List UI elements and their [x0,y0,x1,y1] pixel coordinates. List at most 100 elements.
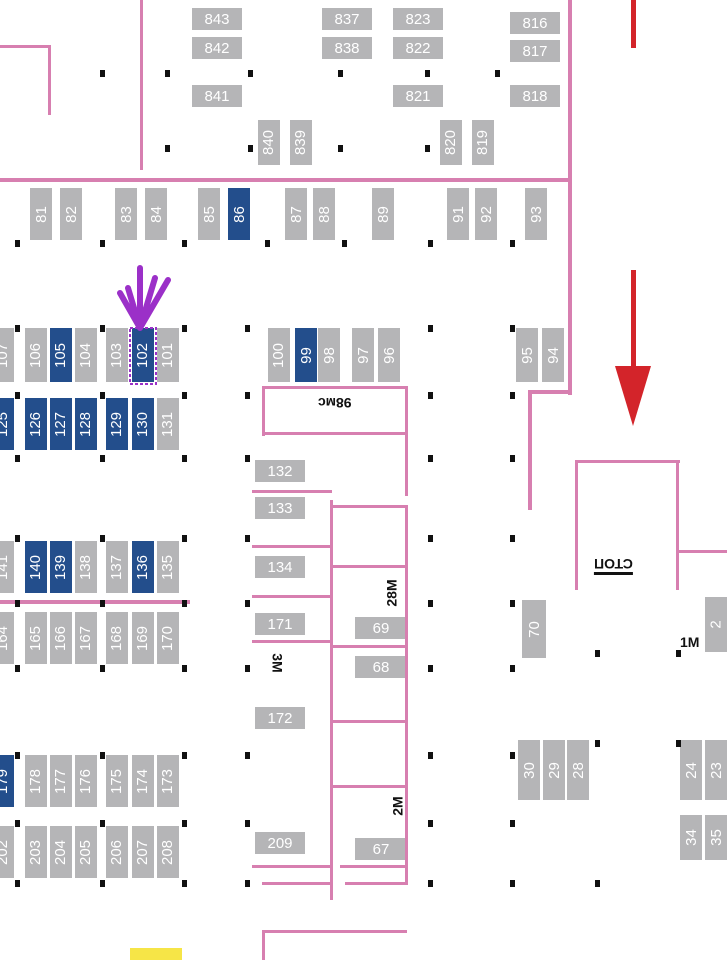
parking-spot-164[interactable]: 164 [0,612,14,664]
parking-spot-104[interactable]: 104 [75,328,97,382]
parking-spot-203[interactable]: 203 [25,826,47,878]
parking-spot-24[interactable]: 24 [680,740,702,800]
parking-spot-87[interactable]: 87 [285,188,307,240]
pillar [100,600,105,607]
parking-spot-840[interactable]: 840 [258,120,280,165]
parking-spot-88[interactable]: 88 [313,188,335,240]
parking-spot-165[interactable]: 165 [25,612,47,664]
parking-spot-98[interactable]: 98 [318,328,340,382]
parking-spot-28[interactable]: 28 [567,740,589,800]
parking-spot-166[interactable]: 166 [50,612,72,664]
parking-spot-102[interactable]: 102 [132,328,154,382]
spot-number: 206 [108,839,126,865]
parking-spot-175[interactable]: 175 [106,755,128,807]
parking-spot-35[interactable]: 35 [705,815,727,860]
parking-spot-130[interactable]: 130 [132,398,154,450]
parking-spot-821[interactable]: 821 [393,85,443,107]
parking-spot-106[interactable]: 106 [25,328,47,382]
parking-spot-126[interactable]: 126 [25,398,47,450]
parking-spot-841[interactable]: 841 [192,85,242,107]
parking-spot-837[interactable]: 837 [322,8,372,30]
parking-spot-99[interactable]: 99 [295,328,317,382]
parking-spot-843[interactable]: 843 [192,8,242,30]
parking-spot-97[interactable]: 97 [352,328,374,382]
parking-spot-101[interactable]: 101 [157,328,179,382]
parking-spot-202[interactable]: 202 [0,826,14,878]
parking-spot-82[interactable]: 82 [60,188,82,240]
spot-number: 171 [267,615,293,633]
parking-spot-131[interactable]: 131 [157,398,179,450]
parking-spot-29[interactable]: 29 [543,740,565,800]
parking-spot-133[interactable]: 133 [255,497,305,519]
parking-spot-168[interactable]: 168 [106,612,128,664]
parking-spot-69[interactable]: 69 [355,617,407,639]
spot-number: 837 [334,10,360,28]
parking-spot-135[interactable]: 135 [157,541,179,593]
parking-spot-86[interactable]: 86 [228,188,250,240]
parking-spot-107[interactable]: 107 [0,328,14,382]
parking-spot-127[interactable]: 127 [50,398,72,450]
parking-spot-2[interactable]: 2 [705,597,727,652]
pillar [428,535,433,542]
parking-spot-93[interactable]: 93 [525,188,547,240]
parking-spot-817[interactable]: 817 [510,40,560,62]
parking-spot-170[interactable]: 170 [157,612,179,664]
parking-spot-178[interactable]: 178 [25,755,47,807]
parking-spot-822[interactable]: 822 [393,37,443,59]
parking-spot-70[interactable]: 70 [522,600,546,658]
parking-spot-816[interactable]: 816 [510,12,560,34]
parking-spot-92[interactable]: 92 [475,188,497,240]
parking-spot-128[interactable]: 128 [75,398,97,450]
parking-spot-136[interactable]: 136 [132,541,154,593]
parking-spot-23[interactable]: 23 [705,740,727,800]
parking-spot-842[interactable]: 842 [192,37,242,59]
parking-spot-134[interactable]: 134 [255,556,305,578]
parking-spot-839[interactable]: 839 [290,120,312,165]
parking-spot-125[interactable]: 125 [0,398,14,450]
parking-spot-94[interactable]: 94 [542,328,564,382]
parking-spot-177[interactable]: 177 [50,755,72,807]
parking-spot-105[interactable]: 105 [50,328,72,382]
parking-spot-85[interactable]: 85 [198,188,220,240]
parking-spot-95[interactable]: 95 [516,328,538,382]
parking-spot-138[interactable]: 138 [75,541,97,593]
parking-spot-205[interactable]: 205 [75,826,97,878]
parking-spot-819[interactable]: 819 [472,120,494,165]
parking-spot-208[interactable]: 208 [157,826,179,878]
parking-spot-209[interactable]: 209 [255,832,305,854]
parking-spot-132[interactable]: 132 [255,460,305,482]
parking-spot-141[interactable]: 141 [0,541,14,593]
parking-spot-103[interactable]: 103 [106,328,128,382]
parking-spot-89[interactable]: 89 [372,188,394,240]
parking-spot-169[interactable]: 169 [132,612,154,664]
parking-spot-206[interactable]: 206 [106,826,128,878]
parking-spot-68[interactable]: 68 [355,656,407,678]
parking-spot-174[interactable]: 174 [132,755,154,807]
parking-spot-91[interactable]: 91 [447,188,469,240]
parking-spot-838[interactable]: 838 [322,37,372,59]
parking-spot-83[interactable]: 83 [115,188,137,240]
parking-spot-30[interactable]: 30 [518,740,540,800]
parking-spot-176[interactable]: 176 [75,755,97,807]
parking-spot-820[interactable]: 820 [440,120,462,165]
parking-spot-207[interactable]: 207 [132,826,154,878]
parking-spot-179[interactable]: 179 [0,755,14,807]
parking-spot-67[interactable]: 67 [355,838,407,860]
parking-spot-173[interactable]: 173 [157,755,179,807]
parking-spot-140[interactable]: 140 [25,541,47,593]
parking-spot-167[interactable]: 167 [75,612,97,664]
parking-spot-823[interactable]: 823 [393,8,443,30]
parking-spot-81[interactable]: 81 [30,188,52,240]
parking-spot-139[interactable]: 139 [50,541,72,593]
parking-spot-96[interactable]: 96 [378,328,400,382]
parking-spot-172[interactable]: 172 [255,707,305,729]
parking-spot-129[interactable]: 129 [106,398,128,450]
parking-spot-171[interactable]: 171 [255,613,305,635]
parking-spot-84[interactable]: 84 [145,188,167,240]
parking-spot-34[interactable]: 34 [680,815,702,860]
pillar [100,70,105,77]
parking-spot-204[interactable]: 204 [50,826,72,878]
parking-spot-100[interactable]: 100 [268,328,290,382]
parking-spot-137[interactable]: 137 [106,541,128,593]
parking-spot-818[interactable]: 818 [510,85,560,107]
